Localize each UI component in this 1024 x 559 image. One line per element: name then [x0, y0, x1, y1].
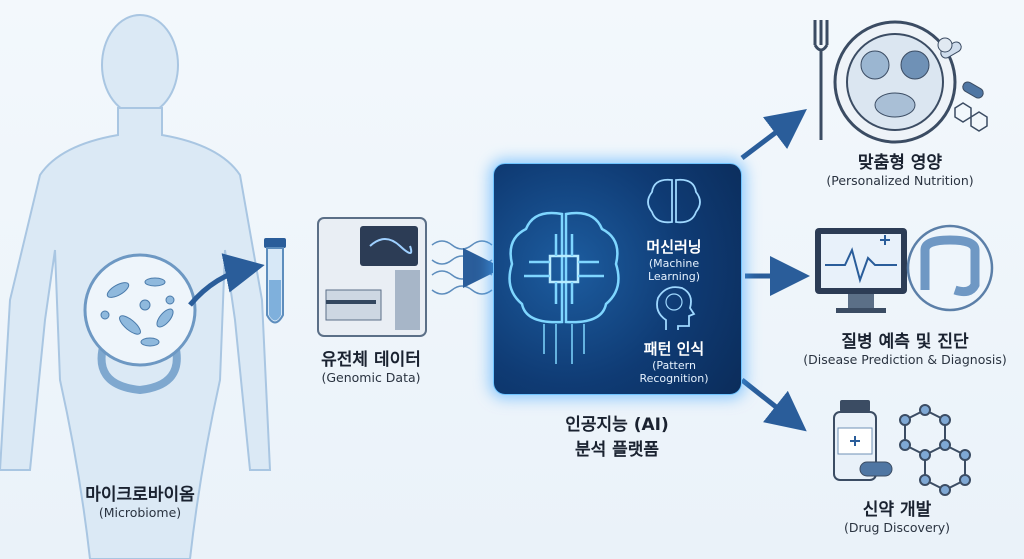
diagnosis-label: 질병 예측 및 진단 (Disease Prediction & Diagnos…: [803, 327, 1006, 367]
monitor-colon-icon: [815, 224, 994, 313]
test-tube-icon: [264, 238, 286, 324]
ai-platform-title-line1: 인공지능 (AI): [565, 415, 669, 435]
diagnosis-title-en: (Disease Prediction & Diagnosis): [803, 352, 1007, 367]
brain-icon: [647, 178, 701, 224]
drug-discovery-title-ko: 신약 개발: [862, 500, 932, 520]
microbiome-circle-icon: [83, 253, 197, 395]
drug-discovery-title-en: (Drug Discovery): [843, 520, 951, 535]
arrow-microbiome-to-tube: [188, 253, 265, 307]
nutrition-title-en: (Personalized Nutrition): [826, 173, 974, 188]
diagnosis-title-ko: 질병 예측 및 진단: [841, 332, 969, 352]
microbiome-title-en: (Microbiome): [98, 505, 182, 520]
microbiome-title-ko: 마이크로바이옴: [85, 485, 195, 505]
drug-discovery-label: 신약 개발 (Drug Discovery): [844, 495, 950, 535]
arrow-to-nutrition: [740, 108, 807, 160]
circuit-brain-icon: [508, 211, 620, 364]
microbiome-label: 마이크로바이옴 (Microbiome): [85, 480, 194, 520]
head-pattern-icon: [656, 286, 696, 330]
genomic-title-ko: 유전체 데이터: [321, 350, 421, 370]
machine-learning-label-en: (Machine Learning): [647, 257, 701, 283]
ai-platform-title-line2: 분석 플랫폼: [574, 440, 660, 460]
nutrition-plate-icon: [813, 20, 988, 144]
pattern-recognition-label-ko: 패턴 인식: [643, 340, 705, 358]
arrow-to-drug: [740, 378, 807, 432]
genomic-label: 유전체 데이터 (Genomic Data): [321, 345, 421, 385]
machine-learning-label-ko: 머신러닝: [646, 238, 702, 256]
medicine-molecule-icon: [833, 400, 971, 496]
nutrition-label: 맞춤형 영양 (Personalized Nutrition): [826, 148, 973, 188]
sequencer-machine-icon: [317, 217, 427, 337]
nutrition-title-ko: 맞춤형 영양: [857, 153, 943, 173]
pattern-recognition-label-en: (Pattern Recognition): [639, 359, 709, 385]
genomic-title-en: (Genomic Data): [321, 370, 421, 385]
ai-platform-label: 인공지능 (AI) 분석 플랫폼: [565, 410, 669, 460]
ai-platform-panel: 머신러닝 (Machine Learning) 패턴 인식 (Pattern R…: [493, 163, 742, 395]
